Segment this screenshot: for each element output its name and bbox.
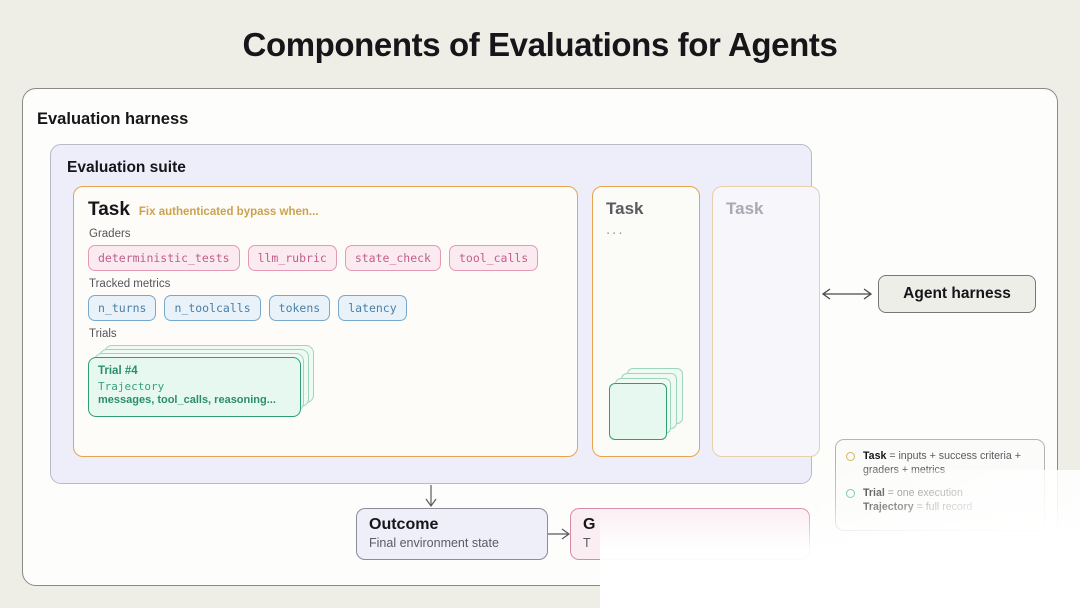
legend-box: Task = inputs + success criteria + grade… <box>835 439 1045 531</box>
outcome-title: Outcome <box>369 516 439 533</box>
trial-card-front[interactable]: Trial #4 Trajectory messages, tool_calls… <box>88 357 301 417</box>
page-title: Components of Evaluations for Agents <box>242 26 838 63</box>
trials-stack-mini <box>609 368 685 440</box>
legend-term: Task <box>863 450 887 462</box>
trial-fields: messages, tool_calls, reasoning... <box>98 394 276 406</box>
circle-marker-icon <box>846 452 855 461</box>
grader-chip[interactable]: state_check <box>344 245 441 271</box>
legend-item-task: Task = inputs + success criteria + grade… <box>846 449 1034 477</box>
grade-box[interactable]: G T <box>570 508 810 560</box>
trial-id: Trial #4 <box>98 365 138 377</box>
bidirectional-arrow-icon <box>821 288 873 300</box>
task-title: Task <box>606 199 644 218</box>
grade-title: G <box>583 516 596 533</box>
task-ellipsis: ... <box>606 221 625 238</box>
trials-stack: Trial #4 Trajectory messages, tool_calls… <box>88 345 563 423</box>
evaluation-suite-panel: Evaluation suite Task Fix authenticated … <box>50 144 820 484</box>
task-header: Task Fix authenticated bypass when... <box>88 199 563 221</box>
metric-chip[interactable]: latency <box>338 295 407 321</box>
trial-card-front <box>609 383 667 440</box>
task-subtitle: Fix authenticated bypass when... <box>138 206 319 218</box>
evaluation-suite-label: Evaluation suite <box>67 159 186 176</box>
down-arrow-icon <box>425 485 437 508</box>
grade-subtitle: T <box>583 536 591 550</box>
legend-term: Trial <box>863 487 885 500</box>
evaluation-harness-card: Evaluation harness Evaluation suite Task… <box>22 88 1058 586</box>
metric-chip[interactable]: tokens <box>268 295 331 321</box>
metrics-label: Tracked metrics <box>89 278 171 290</box>
grader-chip[interactable]: deterministic_tests <box>88 245 240 271</box>
evaluation-harness-label: Evaluation harness <box>37 110 189 128</box>
outcome-box[interactable]: Outcome Final environment state <box>356 508 548 560</box>
metric-chip[interactable]: n_toolcalls <box>164 295 261 321</box>
legend-definition: = one execution <box>884 487 963 500</box>
trials-label: Trials <box>89 328 117 340</box>
task-card-faded[interactable]: Task <box>712 186 820 457</box>
graders-label: Graders <box>89 228 131 240</box>
agent-harness-box[interactable]: Agent harness <box>878 275 1036 313</box>
metrics-chip-row: n_turns n_toolcalls tokens latency <box>88 295 563 321</box>
metric-chip[interactable]: n_turns <box>88 295 157 321</box>
legend-text: Task = inputs + success criteria + grade… <box>863 449 1034 477</box>
graders-chip-row: deterministic_tests llm_rubric state_che… <box>88 245 563 271</box>
legend-term-2: Trajectory <box>863 501 914 514</box>
grader-chip[interactable]: llm_rubric <box>247 245 337 271</box>
legend-definition-2: = full record <box>913 501 973 514</box>
task-card-main[interactable]: Task Fix authenticated bypass when... Gr… <box>73 186 578 457</box>
trial-trajectory-label: Trajectory <box>98 380 165 393</box>
task-title: Task <box>88 199 130 220</box>
task-card-secondary[interactable]: Task ... <box>592 186 700 457</box>
circle-marker-icon <box>846 489 855 499</box>
legend-definition: = inputs + success criteria + graders + … <box>863 450 1021 477</box>
right-arrow-icon <box>548 528 571 540</box>
grader-chip[interactable]: tool_calls <box>448 245 539 271</box>
task-title: Task <box>726 199 764 218</box>
outcome-subtitle: Final environment state <box>369 536 499 550</box>
